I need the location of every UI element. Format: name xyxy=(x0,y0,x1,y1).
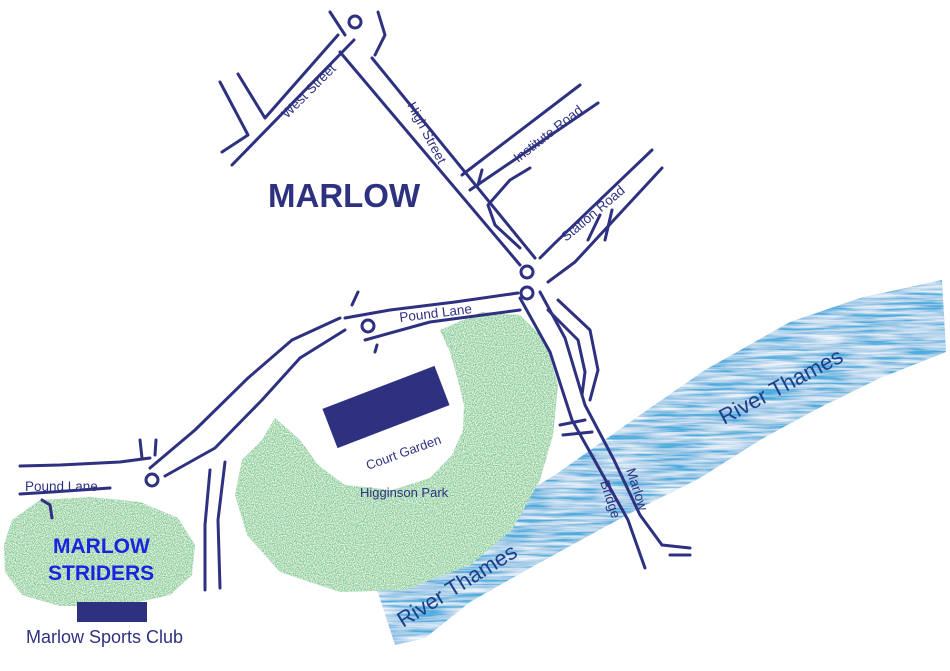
sports-club-label: Marlow Sports Club xyxy=(26,627,183,647)
higginson-park-area xyxy=(235,312,558,592)
town-name-label: MARLOW xyxy=(268,177,421,214)
sports-club-building xyxy=(77,602,147,622)
station-road-label: Station Road xyxy=(558,183,627,245)
pound-lane-left-label: Pound Lane xyxy=(25,479,98,494)
striders-label-line1: MARLOW xyxy=(53,535,150,558)
river-thames xyxy=(375,280,946,645)
road-network xyxy=(18,10,692,592)
court-garden-building xyxy=(322,365,450,449)
roundabout-pound-lane-east xyxy=(519,285,535,301)
roundabout-high-street xyxy=(519,264,535,280)
striders-park-area xyxy=(4,497,195,606)
roundabout-pound-lane-south xyxy=(144,472,160,488)
higginson-park-label: Higginson Park xyxy=(360,485,449,500)
striders-label-line2: STRIDERS xyxy=(48,562,154,585)
court-garden-label: Court Garden xyxy=(364,432,443,473)
institute-road-label: Institute Road xyxy=(511,102,586,165)
roundabout-north xyxy=(347,14,363,30)
roundabout-pound-lane-west xyxy=(360,318,376,334)
